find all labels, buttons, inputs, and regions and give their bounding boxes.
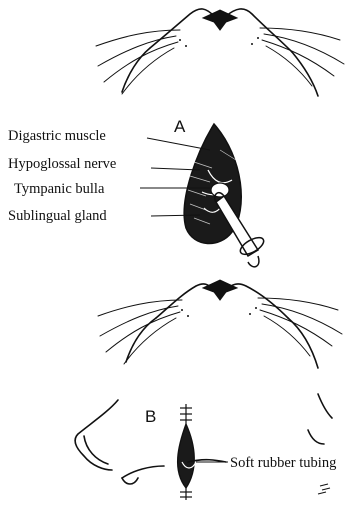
label-soft-rubber-tubing: Soft rubber tubing — [230, 455, 336, 471]
nose-a — [203, 10, 237, 30]
incision-b — [178, 424, 196, 488]
panel-b-letter: B — [145, 407, 156, 426]
label-digastric-muscle: Digastric muscle — [8, 128, 106, 144]
nose-b — [203, 280, 237, 300]
muzzle-dots-b — [181, 307, 257, 317]
tick-marks-b — [318, 484, 330, 494]
label-sublingual-gland: Sublingual gland — [8, 208, 107, 224]
muzzle-dots-a — [179, 37, 259, 47]
panel-b: B Soft rubber tubing — [75, 280, 342, 500]
label-tympanic-bulla: Tympanic bulla — [14, 181, 105, 197]
panel-a: A Digastric muscle Hypoglossal nerve Tym… — [8, 9, 344, 267]
rubber-tubing-b — [122, 460, 226, 484]
label-hypoglossal-nerve: Hypoglossal nerve — [8, 156, 116, 172]
whiskers-a — [96, 28, 344, 94]
panel-a-letter: A — [174, 117, 186, 136]
whiskers-b — [98, 298, 342, 364]
